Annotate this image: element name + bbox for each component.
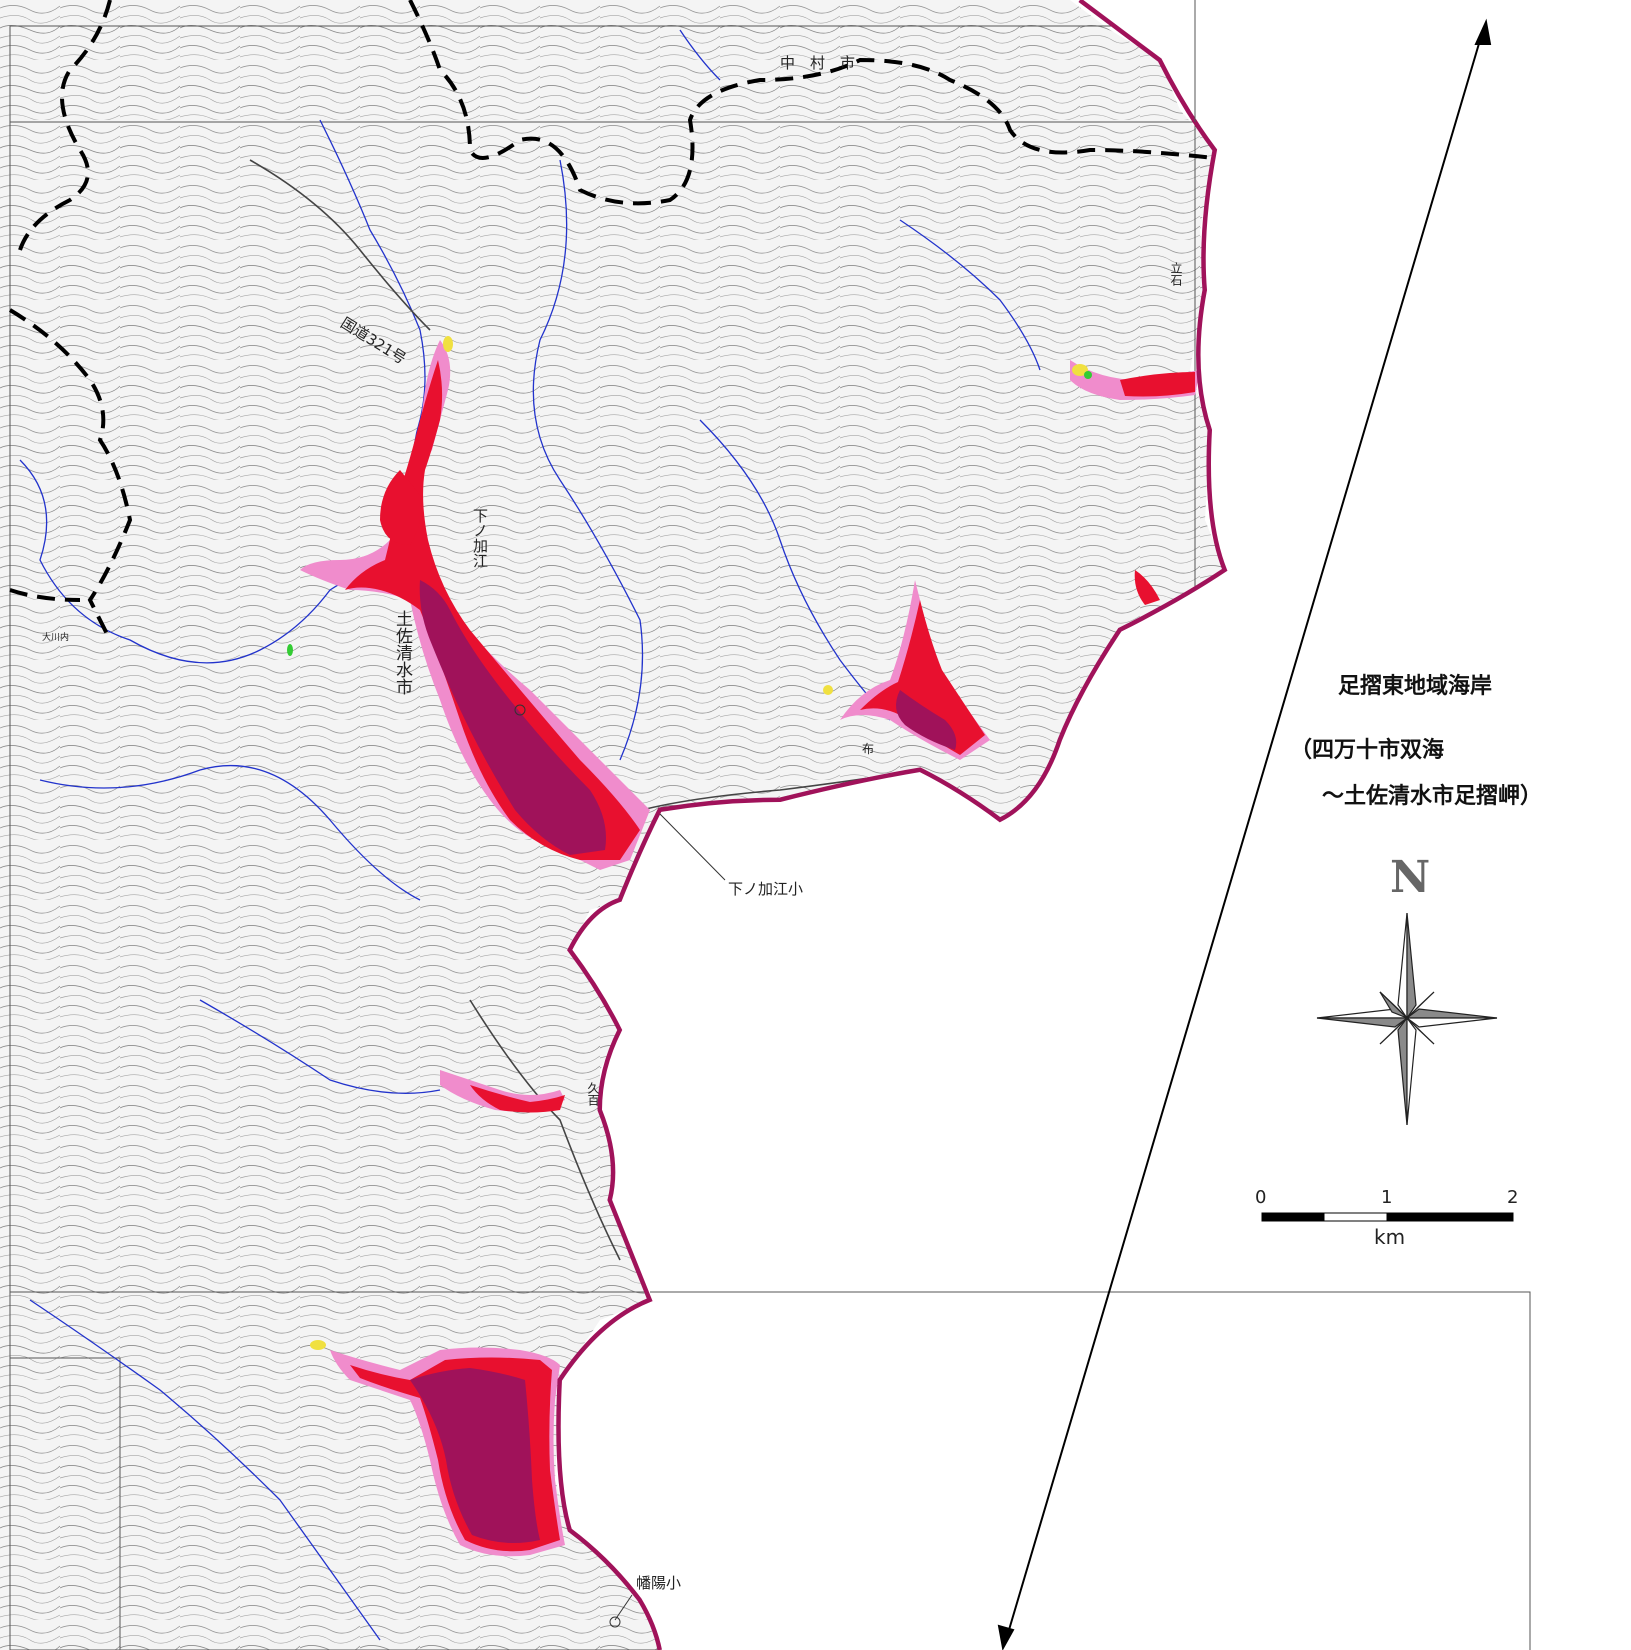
label-shimonokae-school: 下ノ加江小 bbox=[728, 880, 804, 898]
north-arrow-icon bbox=[1316, 912, 1498, 1126]
label-tosashimizu-city: 土佐清水市 bbox=[392, 610, 412, 695]
label-kubotsu: 久百 bbox=[586, 1082, 600, 1106]
scale-tick-1: 1 bbox=[1381, 1187, 1393, 1208]
scale-unit: km bbox=[1374, 1225, 1406, 1249]
leader-lines bbox=[514, 704, 726, 1628]
coastline bbox=[556, 0, 1228, 1650]
scale-bar bbox=[1261, 1212, 1514, 1222]
label-kurahama: 布 bbox=[862, 742, 875, 756]
coverage-arrow-icon bbox=[997, 18, 1492, 1650]
legend-subtitle-line2: ～土佐清水市足摺岬） bbox=[1322, 784, 1543, 809]
label-ohkawauchi: 大川内 bbox=[42, 633, 70, 643]
scale-tick-0: 0 bbox=[1255, 1187, 1267, 1208]
north-letter: N bbox=[1390, 852, 1431, 903]
municipal-boundary bbox=[8, 0, 1231, 641]
legend-subtitle-line1: （四万十市双海 bbox=[1290, 738, 1445, 763]
scale-tick-2: 2 bbox=[1507, 1187, 1519, 1208]
label-shimonokae: 下ノ加江 bbox=[471, 508, 489, 568]
legend-title: 足摺東地域海岸 bbox=[1338, 674, 1493, 699]
label-hatayo-school: 幡陽小 bbox=[636, 1574, 682, 1592]
sea bbox=[558, 0, 1631, 1650]
map-frame-sea bbox=[650, 0, 1531, 1650]
label-nakamura-city: 中 村 市 bbox=[780, 54, 856, 72]
label-tateishi: 立石 bbox=[1169, 262, 1183, 286]
rivers bbox=[19, 29, 1041, 1641]
